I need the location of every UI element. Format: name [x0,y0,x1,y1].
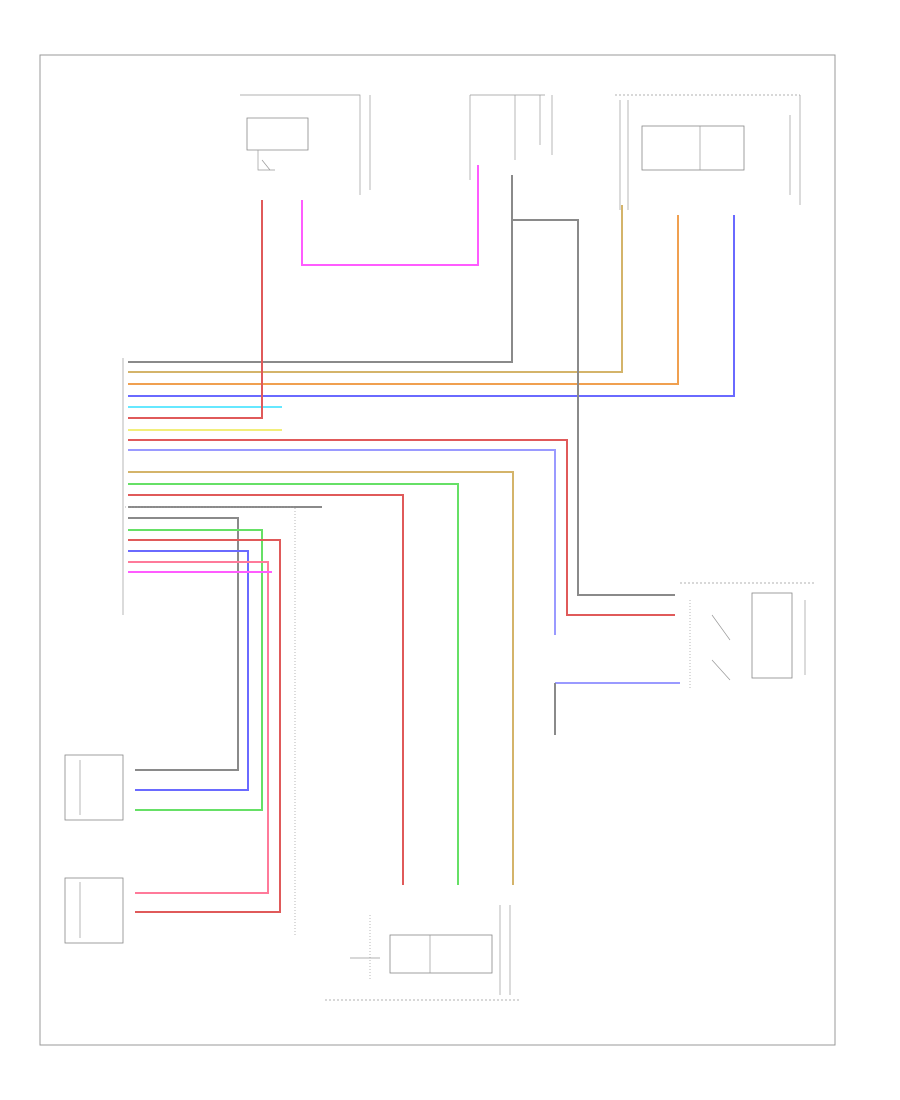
wire-tan-bottom [128,471,514,885]
wire-pink-sensor [128,561,269,894]
wire-green-sensor [128,529,263,811]
wire-gray-motor [512,219,675,596]
wire-red-sensor [128,539,281,913]
top-left-module [240,94,371,195]
left-sensor [64,754,124,821]
wire-gray-top [128,175,513,363]
wire-green-bottom [128,483,459,885]
wire-lavender [128,449,556,635]
right-sensor [64,877,124,944]
wire-red-motor [128,439,675,616]
wire-magenta [301,165,479,266]
wire-red-top [128,200,263,419]
bottom-assembly [325,905,520,1001]
wire-blue-top [128,215,735,397]
diagram-frame [39,54,836,1046]
wire-gray-sensor [128,517,239,771]
wire-blue-sensor [128,550,249,791]
wire-red-bottom [128,494,404,885]
wire-tan-top [128,205,623,373]
top-right-assembly [615,94,801,210]
wire-orange-top [128,215,679,385]
leveling-motor [680,582,815,690]
top-center-component [469,94,553,180]
wire-group [128,165,735,913]
